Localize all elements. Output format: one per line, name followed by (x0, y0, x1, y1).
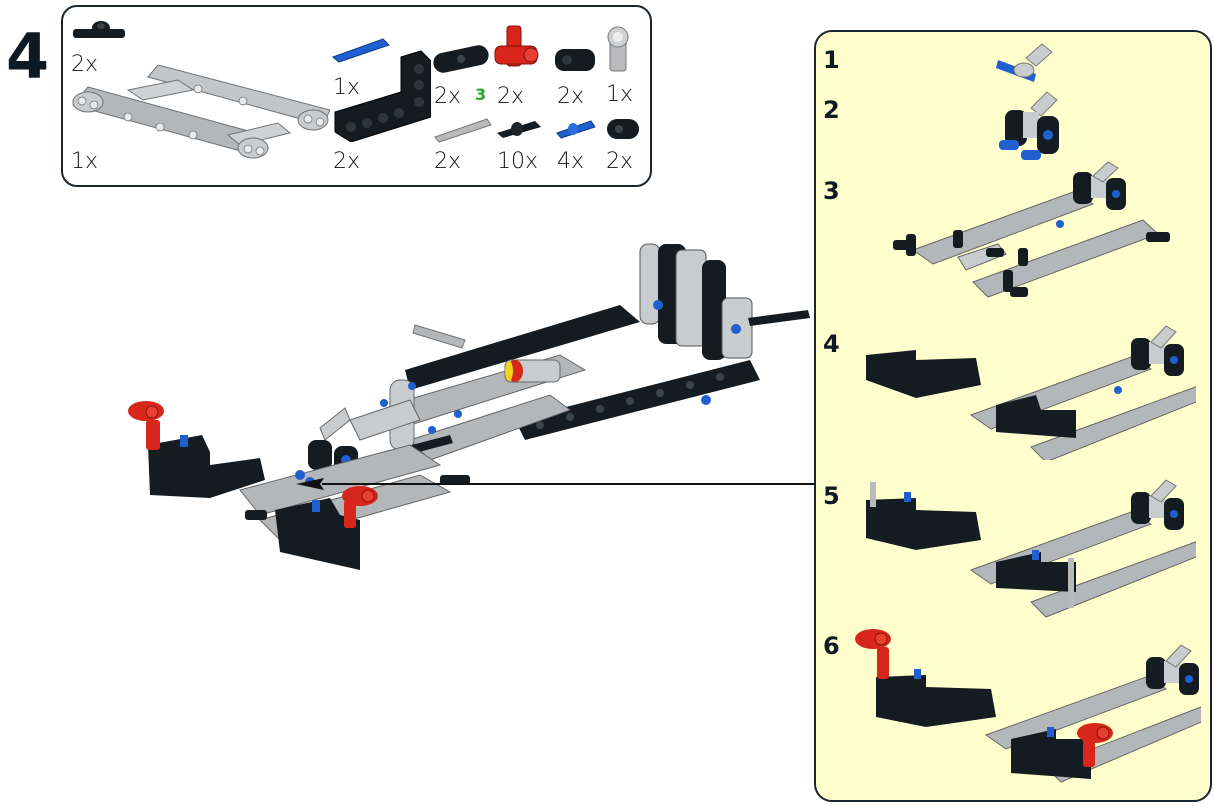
part-qty: 2x (434, 84, 462, 109)
callout-arrow (296, 478, 816, 490)
substep-number: 5 (823, 482, 840, 510)
part-qty: 4x (557, 149, 585, 174)
submodel-count-badge: 3 (475, 85, 487, 104)
part-axle-gray-icon (434, 118, 492, 143)
part-cross-block-icon (555, 49, 595, 71)
part-angle-connector-gray-icon (607, 26, 629, 72)
substep-4-model (866, 325, 1196, 460)
substep-number: 3 (823, 177, 840, 205)
substep-number: 6 (823, 632, 840, 660)
part-pin-blue-icon (556, 120, 596, 139)
substep-1-model (996, 43, 1053, 82)
part-friction-pin-icon (497, 121, 541, 138)
part-qty: 2x (557, 84, 585, 109)
substep-2-model (999, 91, 1059, 160)
part-qty: 2x (71, 52, 99, 77)
substep-number: 2 (823, 96, 840, 124)
part-beam-thin-icon (433, 45, 489, 73)
substep-number: 4 (823, 330, 840, 358)
substep-3-model (893, 161, 1170, 298)
part-qty: 1x (606, 82, 634, 107)
substep-6-model (855, 629, 1201, 783)
part-qty: 2x (606, 149, 634, 174)
part-beam-2-icon (607, 119, 639, 139)
red-connector-left (128, 401, 164, 450)
step-number: 4 (6, 20, 49, 93)
part-qty: 2x (333, 149, 361, 174)
part-axle-pin-blue-icon (332, 38, 390, 63)
substep-number: 1 (823, 46, 840, 74)
part-qty: 2x (434, 149, 462, 174)
part-frame-icon (72, 65, 330, 159)
submodel-callout: 1 2 3 4 (814, 30, 1212, 802)
rear-upright-frame (639, 243, 810, 360)
part-qty: 1x (333, 75, 361, 100)
part-pin-connector-icon (73, 21, 125, 38)
part-qty: 1x (71, 149, 99, 174)
part-angle-connector-red-icon (494, 25, 539, 67)
red-connector-right (342, 486, 378, 528)
main-assembly-model (128, 243, 810, 570)
substep-5-model (866, 479, 1196, 618)
part-qty: 10x (497, 149, 539, 174)
parts-list-box: 2x 1x 1x 2x (61, 5, 652, 187)
part-qty: 2x (497, 84, 525, 109)
part-l-beam-icon (334, 50, 431, 142)
